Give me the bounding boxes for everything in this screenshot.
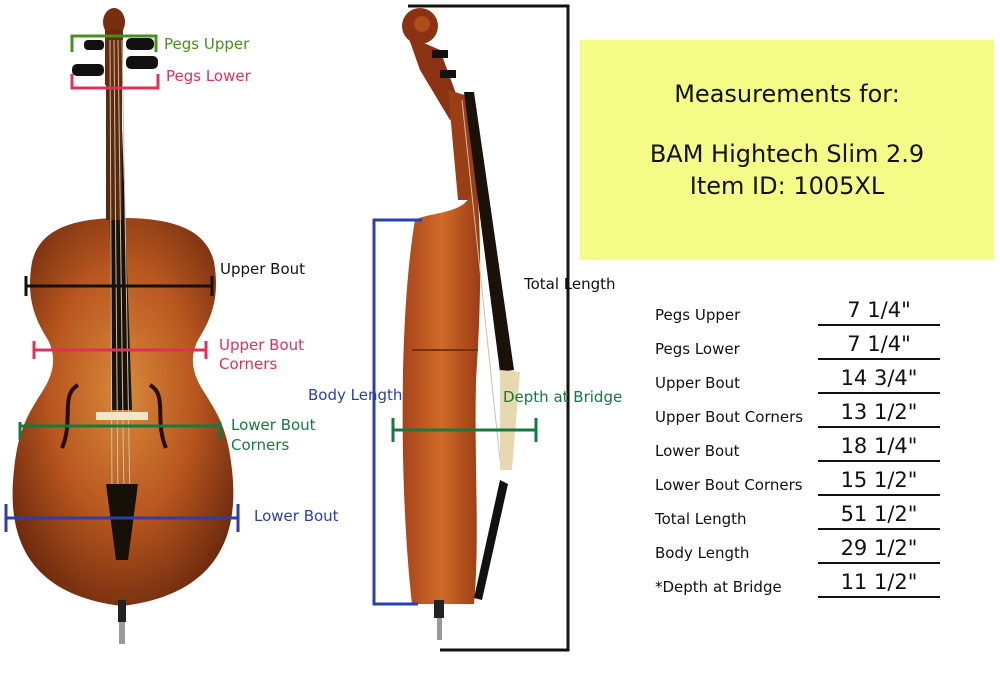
- measurement-name: Lower Bout Corners: [655, 476, 803, 494]
- label-lower-bout-corners-1: Lower Bout: [231, 416, 316, 434]
- side-pegbox: [408, 36, 462, 120]
- label-upper-bout: Upper Bout: [220, 260, 306, 278]
- string: [109, 39, 113, 501]
- peg-lower-right: [126, 56, 158, 69]
- measurement-name: Body Length: [655, 544, 750, 562]
- label-pegs-lower: Pegs Lower: [166, 67, 251, 85]
- title-item-id: Item ID: 1005XL: [689, 172, 885, 200]
- string: [113, 39, 119, 501]
- side-peg: [432, 50, 448, 58]
- side-bridge: [500, 370, 520, 470]
- side-tailpiece: [474, 480, 508, 600]
- measurement-value: 14 3/4": [818, 364, 940, 394]
- measurement-name: Upper Bout Corners: [655, 408, 804, 426]
- label-upper-bout-corners-1: Upper Bout: [219, 336, 305, 354]
- cello-side-view: [402, 8, 520, 640]
- table-row: Total Length 51 1/2": [650, 494, 950, 530]
- f-hole-right: [148, 383, 168, 449]
- measurement-name: Total Length: [655, 510, 747, 528]
- measurement-name: Upper Bout: [655, 374, 741, 392]
- measurement-value: 7 1/4": [818, 330, 940, 360]
- label-lower-bout: Lower Bout: [254, 507, 339, 525]
- pegs-upper-bracket: [70, 34, 158, 52]
- peg-lower-left: [72, 64, 104, 76]
- peg-upper-right: [126, 38, 154, 50]
- measurement-value: 13 1/2": [818, 398, 940, 428]
- measurement-value: 7 1/4": [818, 296, 940, 326]
- side-string: [461, 99, 501, 461]
- pegs-lower-bracket: [70, 74, 160, 90]
- measurement-value: 29 1/2": [818, 534, 940, 564]
- table-row: Lower Bout 18 1/4": [650, 426, 950, 462]
- endpin-tip: [119, 622, 125, 644]
- table-row: Body Length 29 1/2": [650, 528, 950, 564]
- table-row: *Depth at Bridge 11 1/2": [650, 562, 950, 598]
- total-length-bracket: [408, 4, 570, 652]
- bridge: [96, 412, 148, 420]
- peg-upper-left: [84, 40, 104, 50]
- side-scroll-inner: [414, 16, 430, 32]
- measurement-value: 11 1/2": [818, 568, 940, 598]
- side-endpin: [434, 600, 444, 618]
- table-row: Upper Bout 14 3/4": [650, 358, 950, 394]
- title-model: BAM Hightech Slim 2.9: [649, 140, 925, 168]
- table-row: Pegs Lower 7 1/4": [650, 324, 950, 360]
- f-hole-left: [60, 383, 80, 449]
- table-row: Pegs Upper 7 1/4": [650, 290, 950, 326]
- endpin: [118, 600, 126, 622]
- label-depth-at-bridge: Depth at Bridge: [503, 388, 623, 406]
- measurement-value: 18 1/4": [818, 432, 940, 462]
- measurement-name: *Depth at Bridge: [655, 578, 782, 596]
- scroll: [103, 8, 125, 36]
- measurement-name: Lower Bout: [655, 442, 740, 460]
- title-box: Measurements for: BAM Hightech Slim 2.9 …: [580, 40, 994, 260]
- side-neck: [448, 90, 478, 200]
- label-pegs-upper: Pegs Upper: [164, 35, 250, 53]
- label-upper-bout-corners-2: Corners: [219, 355, 278, 373]
- table-row: Lower Bout Corners 15 1/2": [650, 460, 950, 496]
- side-peg: [440, 70, 456, 78]
- side-fingerboard: [464, 92, 514, 372]
- measurement-name: Pegs Upper: [655, 306, 741, 324]
- measurement-value: 51 1/2": [818, 500, 940, 530]
- label-body-length: Body Length: [308, 386, 403, 404]
- label-lower-bout-corners-2: Corners: [231, 436, 290, 454]
- label-total-length: Total Length: [524, 275, 616, 293]
- measurement-value: 15 1/2": [818, 466, 940, 496]
- measurement-name: Pegs Lower: [655, 340, 740, 358]
- tailpiece: [106, 484, 138, 560]
- cello-front-view: [12, 8, 234, 644]
- string: [117, 39, 125, 501]
- string: [121, 39, 131, 501]
- body-length-bracket: [372, 218, 422, 606]
- table-row: Upper Bout Corners 13 1/2": [650, 392, 950, 428]
- side-endpin-tip: [437, 618, 442, 640]
- title-heading: Measurements for:: [674, 80, 900, 108]
- side-body: [402, 196, 481, 604]
